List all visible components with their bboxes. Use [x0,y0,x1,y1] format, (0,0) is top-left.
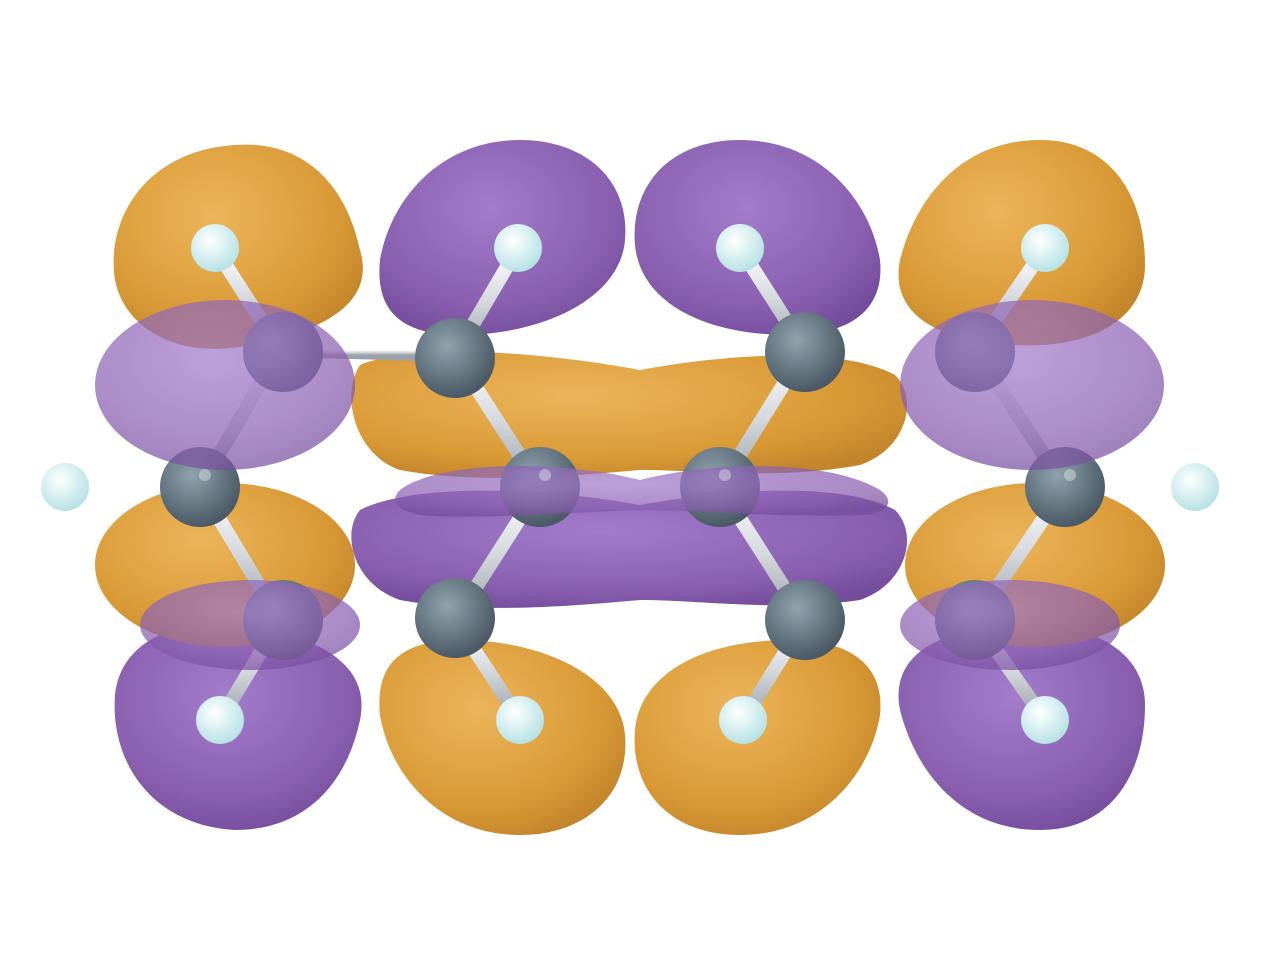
orbital-lobes-front [95,300,1164,670]
orbital-lobe-negative [900,580,1120,670]
carbon-atom [765,580,845,660]
orbital-lobe-negative [140,580,360,670]
orbital-lobe-negative [351,490,908,608]
carbon-atom [765,312,845,392]
atom-highlight [199,469,211,481]
carbon-atom [415,318,495,398]
atom-highlights [199,469,1076,481]
hydrogen-atom [494,224,542,272]
hydrogen-atom [1171,463,1219,511]
orbital-lobe-positive [351,351,908,478]
hydrogen-atom [1021,696,1069,744]
hydrogen-atom [716,224,764,272]
orbital-lobe-negative [395,466,889,517]
hydrogen-atom [196,696,244,744]
atom-highlight [1064,469,1076,481]
hydrogen-atom [496,696,544,744]
orbital-lobe-negative [95,300,355,470]
orbital-lobe-negative [900,300,1164,470]
hydrogen-atom [1021,224,1069,272]
orbital-lobe-negative [898,624,1145,830]
hydrogen-atom [191,224,239,272]
carbon-atom [415,578,495,658]
orbital-lobe-positive [379,640,626,835]
hydrogen-atom [41,463,89,511]
atom-highlight [539,469,551,481]
atom-highlight [719,469,731,481]
hydrogen-atom [719,696,767,744]
